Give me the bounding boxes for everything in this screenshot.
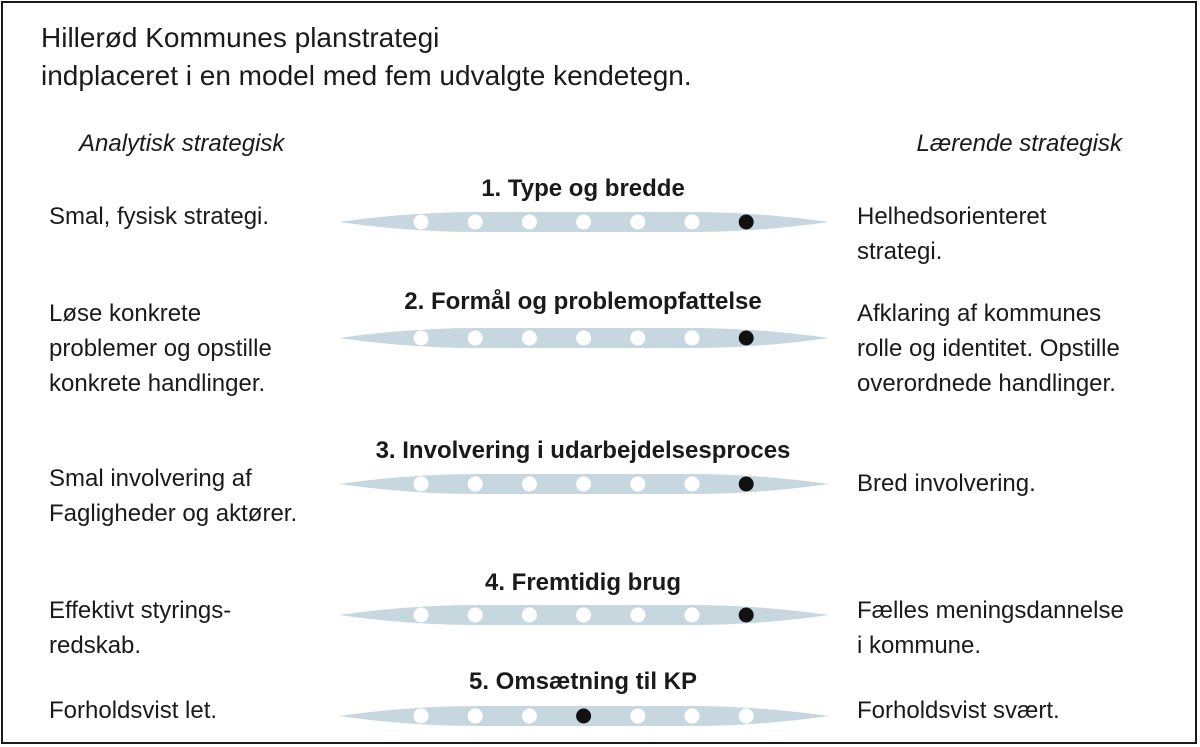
criterion-1-right-line-1: Helhedsorienteret bbox=[857, 203, 1047, 230]
criterion-2-left-line-3: konkrete handlinger. bbox=[49, 370, 266, 397]
scale-dot bbox=[630, 476, 646, 492]
criterion-5-scale bbox=[339, 706, 829, 726]
scale-dot bbox=[684, 214, 700, 230]
selected-scale-dot bbox=[738, 214, 754, 230]
criterion-2-right-line-3: overordnede handlinger. bbox=[857, 370, 1116, 397]
scale-dot bbox=[467, 708, 483, 724]
scale-dot bbox=[521, 476, 537, 492]
selected-scale-dot bbox=[738, 330, 754, 346]
scale-dot bbox=[413, 330, 429, 346]
criterion-1-right-label: Helhedsorienteret strategi. bbox=[857, 199, 1187, 269]
criterion-2-left-line-1: Løse konkrete bbox=[49, 300, 202, 327]
criterion-4-right-label: Fælles meningsdannelse i kommune. bbox=[857, 593, 1187, 663]
scale-dot bbox=[413, 607, 429, 623]
scale-dot bbox=[684, 476, 700, 492]
scale-dot bbox=[413, 476, 429, 492]
criterion-2-right-line-1: Afklaring af kommunes bbox=[857, 300, 1102, 327]
criterion-3-left-line-2: Fagligheder og aktører. bbox=[49, 500, 298, 527]
criterion-1-left-line-1: Smal, fysisk strategi. bbox=[49, 203, 270, 230]
scale-dot bbox=[467, 476, 483, 492]
scale-dot bbox=[576, 214, 592, 230]
criterion-2-left-line-2: problemer og opstille bbox=[49, 335, 272, 362]
criterion-3-left-line-1: Smal involvering af bbox=[49, 465, 252, 492]
pole-label-left: Analytisk strategisk bbox=[79, 130, 285, 157]
selected-scale-dot bbox=[738, 607, 754, 623]
scale-dot bbox=[630, 607, 646, 623]
scale-dot bbox=[576, 330, 592, 346]
criterion-2-left-label: Løse konkrete problemer og opstille konk… bbox=[49, 296, 349, 401]
criterion-3-title: 3. Involvering i udarbejdelsesproces bbox=[375, 437, 791, 464]
scale-dot bbox=[521, 708, 537, 724]
scale-dot bbox=[684, 607, 700, 623]
criterion-2-right-line-2: rolle og identitet. Opstille bbox=[857, 335, 1120, 362]
criterion-4-right-line-1: Fælles meningsdannelse bbox=[857, 597, 1124, 624]
title-line-1: Hillerød Kommunes planstrategi bbox=[41, 22, 440, 53]
criterion-1-title: 1. Type og bredde bbox=[481, 175, 685, 202]
scale-dot bbox=[467, 607, 483, 623]
criterion-2-title: 2. Formål og problemopfattelse bbox=[404, 288, 762, 315]
scale-dot bbox=[413, 708, 429, 724]
scale-dot bbox=[576, 476, 592, 492]
criterion-1-right-line-2: strategi. bbox=[857, 238, 943, 265]
criterion-2-right-label: Afklaring af kommunes rolle og identitet… bbox=[857, 296, 1187, 401]
criterion-3-left-label: Smal involvering af Fagligheder og aktør… bbox=[49, 461, 349, 531]
criterion-5-title: 5. Omsætning til KP bbox=[468, 668, 698, 695]
pole-label-right: Lærende strategisk bbox=[916, 130, 1122, 157]
selected-scale-dot bbox=[576, 708, 592, 724]
criterion-4-left-line-1: Effektivt styrings- bbox=[49, 597, 232, 624]
scale-dot bbox=[630, 214, 646, 230]
criterion-5-left-label: Forholdsvist let. bbox=[49, 693, 349, 728]
scale-dot bbox=[521, 607, 537, 623]
criterion-5-right-line-1: Forholdsvist svært. bbox=[857, 697, 1060, 724]
scale-dot bbox=[467, 330, 483, 346]
scale-dot bbox=[521, 214, 537, 230]
scale-dot bbox=[630, 708, 646, 724]
scale-dot bbox=[630, 330, 646, 346]
criterion-4-right-line-2: i kommune. bbox=[857, 632, 982, 659]
scale-dot bbox=[738, 708, 754, 724]
criterion-4-scale bbox=[339, 605, 829, 625]
scale-dot bbox=[576, 607, 592, 623]
selected-scale-dot bbox=[738, 476, 754, 492]
criterion-5-left-line-1: Forholdsvist let. bbox=[49, 697, 218, 724]
criterion-4-left-label: Effektivt styrings- redskab. bbox=[49, 593, 349, 663]
criterion-2-scale bbox=[339, 328, 829, 348]
criterion-4-left-line-2: redskab. bbox=[49, 632, 142, 659]
criterion-4-title: 4. Fremtidig brug bbox=[484, 569, 681, 596]
scale-dot bbox=[467, 214, 483, 230]
criterion-3-right-line-1: Bred involvering. bbox=[857, 470, 1036, 497]
scale-dot bbox=[521, 330, 537, 346]
scale-dot bbox=[684, 330, 700, 346]
criterion-3-scale bbox=[339, 474, 829, 494]
criterion-3-right-label: Bred involvering. bbox=[857, 466, 1187, 501]
diagram-title: Hillerød Kommunes planstrategi indplacer… bbox=[41, 19, 941, 95]
scale-dot bbox=[684, 708, 700, 724]
scale-dot bbox=[413, 214, 429, 230]
criterion-1-scale bbox=[339, 212, 829, 232]
criterion-5-right-label: Forholdsvist svært. bbox=[857, 693, 1187, 728]
criterion-1-left-label: Smal, fysisk strategi. bbox=[49, 199, 349, 234]
title-line-2: indplaceret i en model med fem udvalgte … bbox=[41, 60, 692, 91]
